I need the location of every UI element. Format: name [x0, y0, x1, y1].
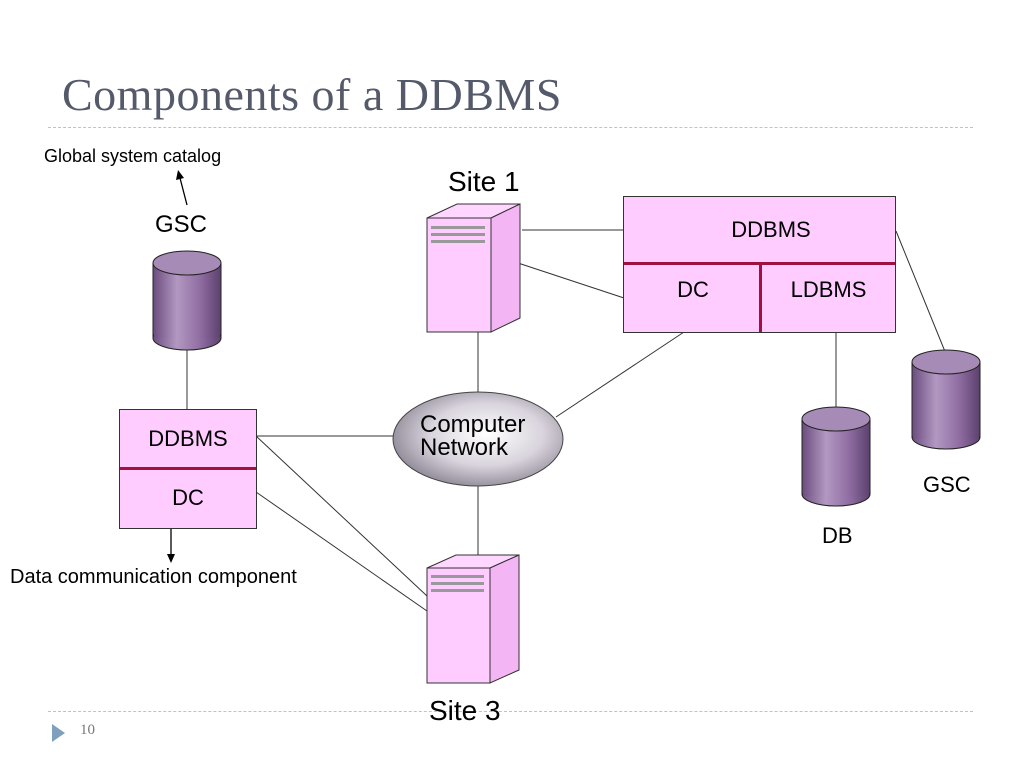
arrow-dc-caption	[167, 528, 175, 563]
gsc-left-database-icon	[152, 250, 222, 351]
gsc-right-database-icon	[911, 349, 981, 450]
dc-caption: Data communication component	[10, 566, 297, 588]
left-ddbms-box: DDBMS DC	[119, 409, 257, 529]
network-label-line2: Network	[420, 434, 509, 461]
arrow-gsc-caption	[176, 170, 188, 206]
page-number: 10	[80, 722, 95, 738]
gsc-right-label: GSC	[923, 472, 971, 497]
right-ddbms-label: DDBMS	[731, 217, 811, 242]
server-site1-icon	[426, 203, 521, 333]
title-divider	[48, 127, 973, 128]
footer-divider	[48, 711, 973, 712]
network-label: Computer Network	[420, 411, 526, 461]
connection-lines	[186, 229, 947, 612]
db-right-database-icon	[801, 406, 871, 507]
right-box-h-separator	[624, 262, 895, 265]
line-site1-ddbms-b	[517, 262, 625, 299]
left-box-separator	[120, 467, 256, 470]
db-label: DB	[822, 523, 853, 548]
site1-label: Site 1	[448, 166, 520, 197]
footer-bullet-icon	[52, 724, 65, 742]
right-box-v-separator	[759, 265, 762, 332]
line-ddbms-gsc	[895, 230, 947, 355]
network-ellipse	[392, 391, 564, 487]
gsc-left-label: GSC	[155, 211, 208, 238]
site3-label: Site 3	[429, 695, 501, 726]
line-network-right	[555, 331, 685, 418]
network-label-line1: Computer	[420, 411, 526, 438]
right-ldbms-label: LDBMS	[790, 277, 867, 302]
line-left-site3-b	[255, 491, 428, 612]
line-left-site3-a	[255, 435, 428, 597]
gsc-caption: Global system catalog	[44, 146, 222, 166]
right-dc-label: DC	[677, 277, 709, 302]
slide-title: Components of a DDBMS	[62, 69, 562, 120]
left-ddbms-label: DDBMS	[148, 426, 228, 451]
right-ddbms-box: DDBMS DC LDBMS	[623, 196, 896, 333]
left-dc-label: DC	[172, 485, 204, 510]
server-site3-icon	[426, 554, 520, 684]
